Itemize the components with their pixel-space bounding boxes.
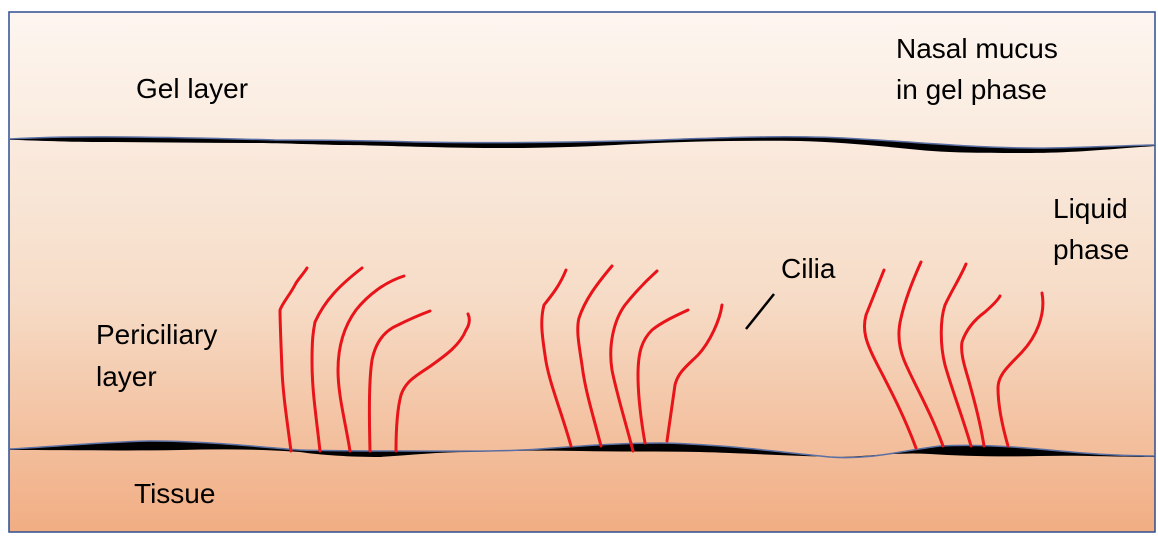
nasal-mucus-label-line1: Nasal mucus xyxy=(896,33,1058,64)
periciliary-label-line2: layer xyxy=(96,361,157,392)
periciliary-label-line1: Periciliary xyxy=(96,319,217,350)
nasal-mucus-label-line2: in gel phase xyxy=(896,74,1047,105)
tissue-label: Tissue xyxy=(134,478,215,509)
gel-layer-label: Gel layer xyxy=(136,73,248,104)
cilia-label: Cilia xyxy=(781,253,836,284)
liquid-phase-label-line1: Liquid xyxy=(1053,193,1128,224)
liquid-phase-label-line2: phase xyxy=(1053,234,1129,265)
